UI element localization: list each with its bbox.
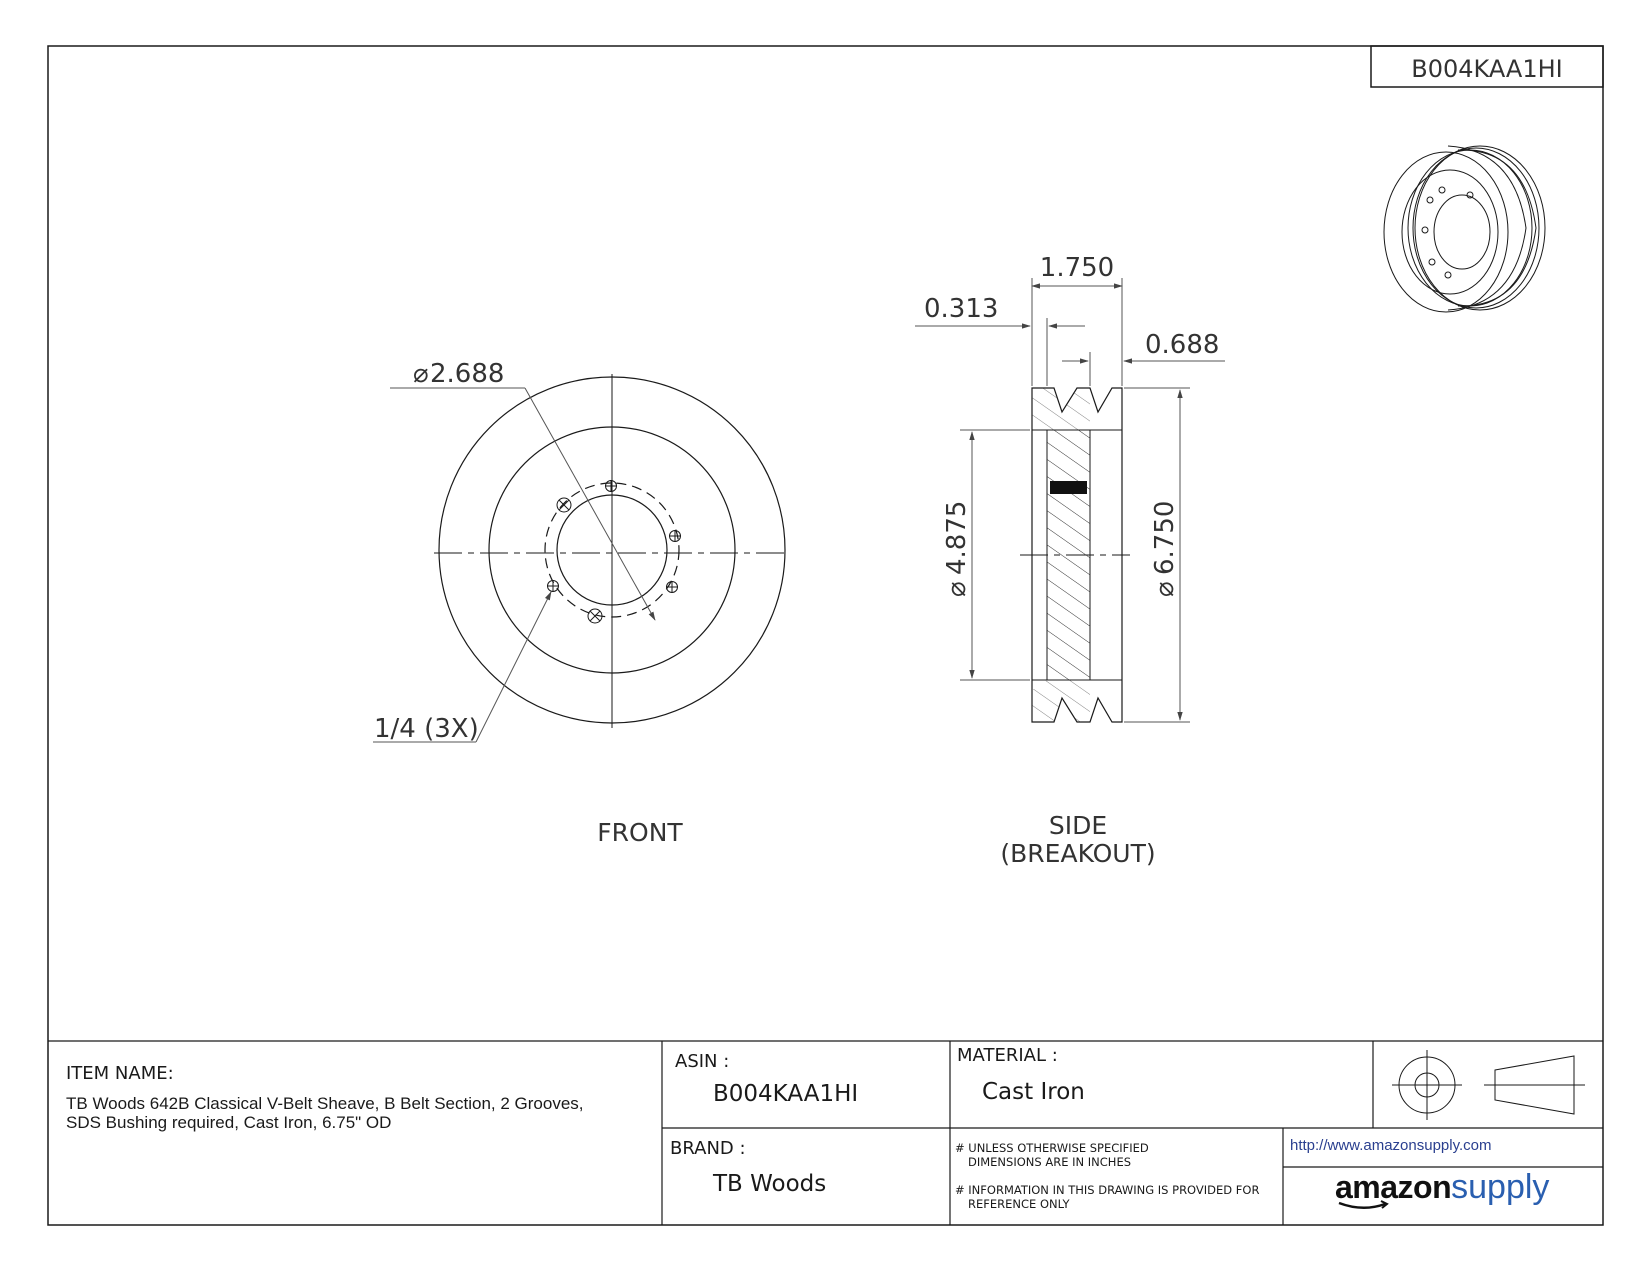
outer-diameter-symbol: ⌀ — [1150, 581, 1180, 597]
logo-word-amazon: amazon — [1335, 1169, 1452, 1205]
logo-smile-icon — [1338, 1200, 1389, 1209]
note-units-line2: DIMENSIONS ARE IN INCHES — [968, 1155, 1132, 1169]
projection-symbol — [1392, 1050, 1585, 1120]
groove-offset-dimension: 0.688 — [1145, 330, 1219, 360]
note-units-line1: # UNLESS OTHERWISE SPECIFIED — [955, 1141, 1149, 1155]
bolt-circle-dimension: 2.688 — [430, 359, 504, 389]
side-view-label-line2: (BREAKOUT) — [1000, 839, 1155, 868]
logo-word-supply: supply — [1451, 1168, 1550, 1206]
note-reference-line2: REFERENCE ONLY — [968, 1197, 1070, 1211]
item-name: TB Woods 642B Classical V-Belt Sheave, B… — [66, 1094, 584, 1132]
front-dimension-lines — [373, 387, 656, 743]
side-view-label-line1: SIDE — [1049, 811, 1107, 840]
asin-value: B004KAA1HI — [713, 1081, 859, 1107]
material-value: Cast Iron — [982, 1079, 1085, 1105]
overall-width-dimension: 1.750 — [1040, 253, 1114, 283]
material-label: MATERIAL : — [957, 1045, 1058, 1066]
note-reference-line1: # INFORMATION IN THIS DRAWING IS PROVIDE… — [955, 1183, 1260, 1197]
asin-label: ASIN : — [675, 1051, 730, 1072]
title-block-grid — [48, 1040, 1603, 1225]
part-number: B004KAA1HI — [1411, 55, 1563, 83]
hole-note: 1/4 (3X) — [374, 714, 479, 744]
brand-value: TB Woods — [713, 1171, 827, 1197]
front-bolt-holes — [547, 480, 681, 624]
supplier-link[interactable]: http://www.amazonsupply.com — [1290, 1137, 1492, 1154]
brand-label: BRAND : — [670, 1138, 746, 1159]
amazonsupply-logo: amazonsupply — [1335, 1168, 1555, 1218]
sheet-border — [47, 45, 1604, 1226]
front-view-label: FRONT — [597, 818, 683, 847]
side-view — [1020, 387, 1130, 723]
side-dimension-lines — [915, 278, 1225, 723]
part-number-box: B004KAA1HI — [1370, 45, 1604, 88]
item-name-label: ITEM NAME: — [66, 1063, 174, 1084]
hub-diameter-symbol: ⌀ — [942, 581, 972, 597]
flange-offset-dimension: 0.313 — [924, 294, 998, 324]
front-view — [434, 374, 787, 728]
isometric-pulley — [1383, 145, 1546, 313]
hub-diameter-dimension: 4.875 — [942, 501, 972, 575]
diameter-symbol: ⌀ — [413, 359, 429, 389]
outer-diameter-dimension: 6.750 — [1150, 501, 1180, 575]
